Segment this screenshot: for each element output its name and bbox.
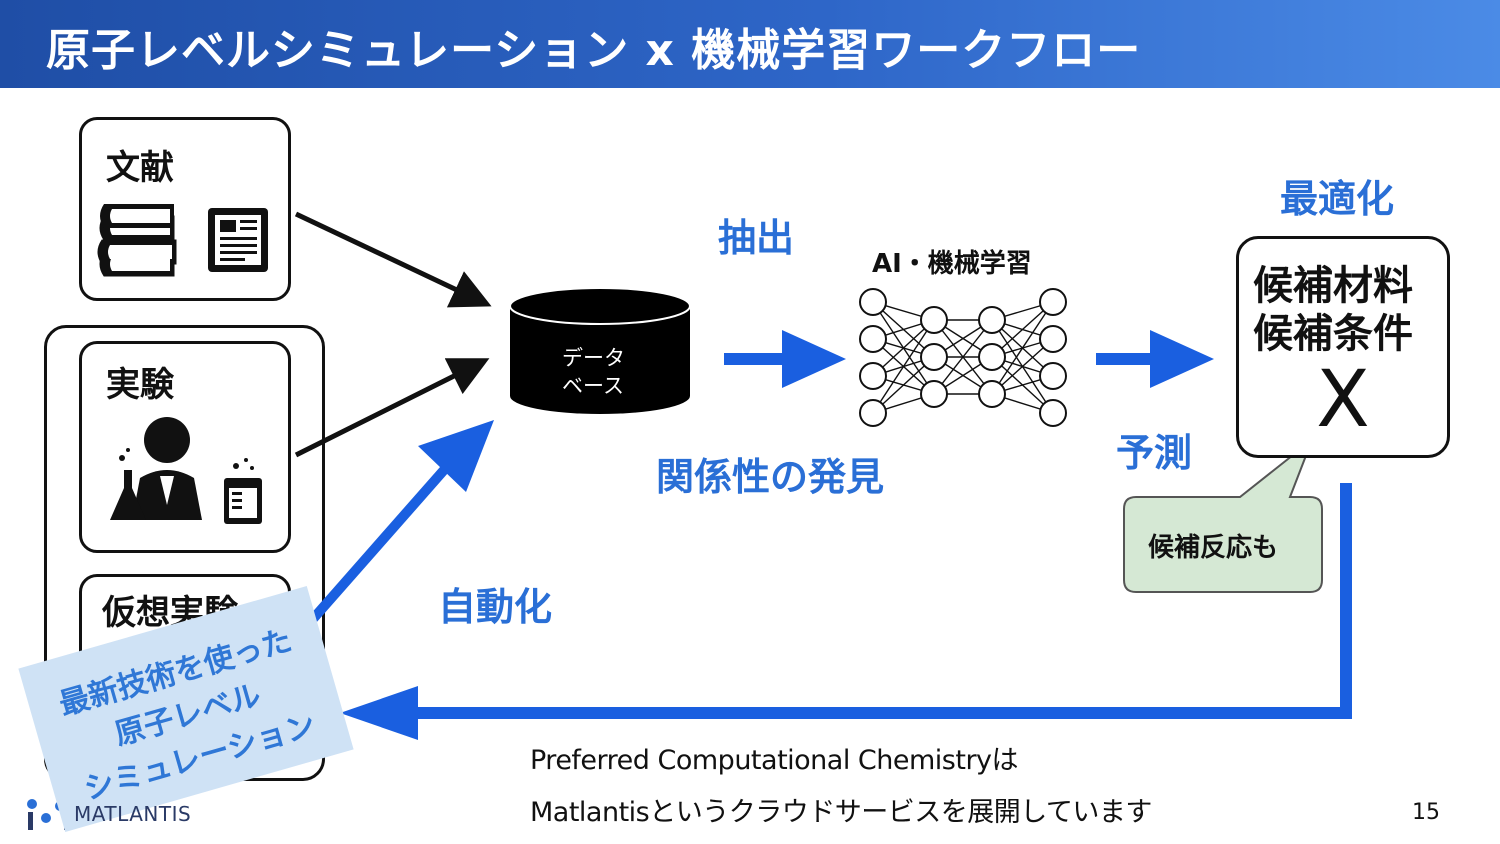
automate-label: 自動化 [438, 585, 553, 629]
experiment-to-database-arrow [294, 358, 490, 458]
feedback-loop-arrow [340, 483, 1352, 740]
database-label-line2: ベース [562, 374, 624, 398]
optimize-label: 最適化 [1280, 177, 1395, 221]
footer-line2: Matlantisというクラウドサービスを展開しています [530, 797, 1152, 828]
literature-label: 文献 [106, 148, 174, 188]
slide-title: 原子レベルシミュレーション x 機械学習ワークフロー [46, 25, 1142, 76]
candidate-box: 候補材料 候補条件 X [1236, 236, 1450, 458]
page-number: 15 [1412, 800, 1440, 825]
candidate-reaction-bubble [1123, 436, 1323, 593]
database-icon [509, 287, 691, 414]
books-icon [97, 204, 177, 277]
candidate-condition-label: 候補条件 [1253, 311, 1413, 357]
title-bar: 原子レベルシミュレーション x 機械学習ワークフロー [0, 0, 1500, 88]
candidate-material-label: 候補材料 [1253, 263, 1413, 309]
experiment-label: 実験 [106, 365, 174, 405]
ai-ml-label: AI・機械学習 [872, 249, 1032, 279]
literature-to-database-arrow [294, 211, 492, 308]
predict-label: 予測 [1116, 431, 1193, 475]
scientist-icon [110, 417, 262, 524]
database-to-ai-arrow [724, 330, 846, 388]
ai-to-candidate-arrow [1096, 330, 1214, 388]
footer-line1: Preferred Computational Chemistryは [530, 745, 1019, 776]
newspaper-icon [208, 208, 268, 272]
matlantis-logo-text: MATLANTIS [74, 802, 192, 826]
candidate-reaction-text: 候補反応も [1148, 533, 1279, 563]
database-label-line1: データ [562, 346, 625, 370]
extract-label: 抽出 [718, 216, 795, 260]
discovery-label: 関係性の発見 [656, 455, 885, 499]
neural-network-icon [859, 288, 1067, 427]
simulation-to-database-arrow [308, 420, 494, 624]
candidate-x-symbol: X [1316, 355, 1370, 445]
